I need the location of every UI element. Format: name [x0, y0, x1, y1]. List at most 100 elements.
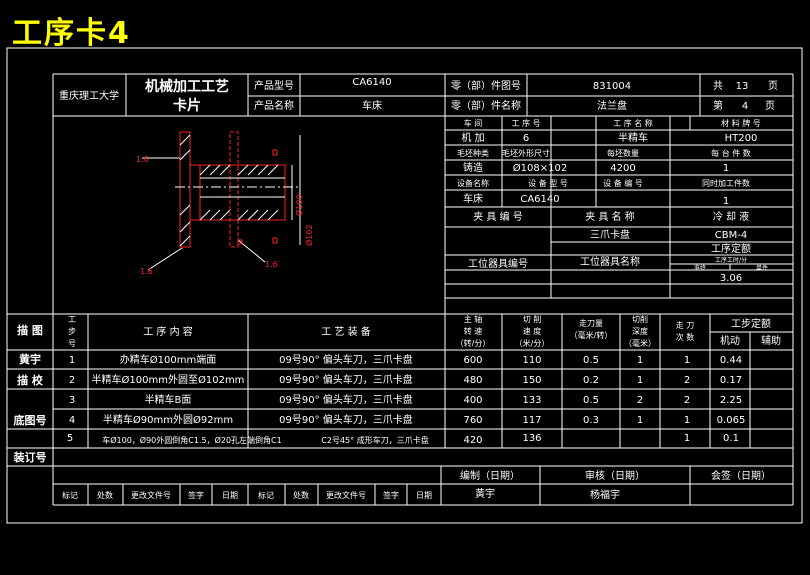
row2-spindle: 480: [463, 375, 482, 386]
row2-feed: 0.2: [583, 375, 599, 386]
footer-col-5: 日期: [222, 491, 238, 500]
info-r1-c2: 工 序 号: [511, 118, 540, 128]
footer-col-8: 更改文件号: [326, 490, 366, 500]
outer-frame: [6, 47, 803, 524]
diameter-label-1: Ø100: [294, 194, 304, 216]
table-row: 1 办精车Ø100mm端面 09号90° 偏头车刀，三爪卡盘 600 110 0…: [69, 353, 742, 366]
row5-passes: 1: [684, 433, 690, 444]
equipment-header: 工 艺 装 备: [321, 325, 371, 338]
row3-feed: 0.5: [583, 395, 599, 406]
part-name-label: 零（部）件名称: [451, 99, 521, 112]
info-r3-c4: 每 台 件 数: [711, 148, 751, 158]
page-label: 第: [713, 99, 723, 112]
info-r6-c1: 车床: [463, 192, 483, 205]
row4-machine: 0.065: [717, 415, 746, 426]
content-header: 工 序 内 容: [143, 325, 193, 338]
info-r4-c2: Ø108×102: [513, 162, 567, 174]
table-row: 5 车Ø100，Ø90外圆倒角C1.5，Ø20孔左端倒角C1 C2号45° 成形…: [67, 433, 739, 446]
info-r2-c3: 半精车: [618, 131, 648, 144]
spindle-header-3: （转/分）: [456, 338, 491, 348]
info-r3-c1: 毛坯种类: [457, 148, 489, 158]
card-title-line2: 卡片: [173, 97, 201, 114]
row3-no: 3: [69, 395, 75, 406]
speed-header-1: 切 削: [523, 314, 542, 324]
footer-col-3: 更改文件号: [131, 490, 171, 500]
step-no-header-2: 步: [68, 327, 76, 336]
row4-speed: 117: [522, 415, 541, 426]
page-unit: 页: [765, 100, 775, 112]
info-r9-c2: 工位器具名称: [580, 255, 640, 268]
info-r5-c2: 设 备 型 号: [528, 178, 568, 188]
info-r3-c3: 每坯数量: [607, 148, 639, 158]
row2-passes: 2: [684, 375, 690, 386]
part-name-value: 法兰盘: [597, 99, 627, 112]
row1-speed: 110: [522, 355, 541, 366]
row2-machine: 0.17: [720, 375, 742, 386]
row3-spindle: 400: [463, 395, 482, 406]
row3-speed: 133: [522, 395, 541, 406]
table-row: 3 半精车B面 09号90° 偏头车刀，三爪卡盘 400 133 0.5 2 2…: [69, 393, 742, 406]
info-r4-c3: 4200: [610, 163, 635, 174]
info-r8-c2: 三爪卡盘: [590, 228, 630, 241]
info-r7-c1: 夹 具 编 号: [473, 210, 523, 223]
footer-col-6: 标记: [258, 490, 274, 500]
row4-no: 4: [69, 415, 75, 426]
side-label-check: 描 校: [17, 373, 44, 387]
row1-passes: 1: [684, 355, 690, 366]
row1-content: 办精车Ø100mm端面: [120, 353, 216, 366]
info-r10-time: 3.06: [720, 273, 742, 284]
info-r6-c2: CA6140: [520, 194, 559, 205]
feed-header-2: （毫米/转）: [570, 330, 613, 340]
info-r1-c1: 车 间: [464, 118, 483, 128]
row3-depth: 2: [637, 395, 643, 406]
footer-col-2: 处数: [97, 490, 113, 500]
part-no-label: 零（部）件图号: [451, 79, 521, 92]
diameter-label-2: Ø102: [304, 224, 314, 246]
info-r5-c3: 设 备 编 号: [603, 178, 643, 188]
row5-content: 车Ø100，Ø90外圆倒角C1.5，Ø20孔左端倒角C1: [102, 435, 282, 445]
table-row: 2 半精车Ø100mm外圆至Ø102mm 09号90° 偏头车刀，三爪卡盘 48…: [69, 373, 742, 386]
depth-header-3: （毫米）: [624, 338, 656, 348]
spindle-header-2: 转 速: [464, 326, 483, 336]
info-r5-c1: 设备名称: [457, 178, 489, 188]
speed-header-2: 速 度: [523, 326, 542, 336]
depth-header-2: 深度: [632, 326, 648, 336]
row1-spindle: 600: [463, 355, 482, 366]
table-row: 4 半精车Ø90mm外圆Ø92mm 09号90° 偏头车刀，三爪卡盘 760 1…: [69, 413, 746, 426]
info-r5-c4: 同时加工件数: [702, 178, 750, 188]
info-r2-c4: HT200: [725, 133, 758, 144]
row3-machine: 2.25: [720, 395, 742, 406]
compile-label: 编制（日期）: [460, 469, 520, 482]
info-r1-c3: 工 序 名 称: [613, 118, 653, 128]
page-title: 工序卡4: [12, 16, 131, 51]
row1-no: 1: [69, 355, 75, 366]
info-r9-c1: 工位器具编号: [468, 257, 528, 270]
product-name-label: 产品名称: [254, 99, 294, 112]
school-name: 重庆理工大学: [59, 89, 119, 102]
process-grid: [7, 313, 793, 506]
row3-content: 半精车B面: [145, 393, 192, 406]
info-r9-c3: 工序工时/分: [715, 256, 747, 264]
info-r7-c3: 冷 却 液: [713, 210, 749, 223]
info-r1-c4: 材 料 牌 号: [721, 118, 761, 128]
aux-time-header: 辅助: [761, 334, 781, 347]
row3-passes: 2: [684, 395, 690, 406]
footer-col-10: 日期: [416, 491, 432, 500]
info-r6-c4: 1: [723, 196, 729, 207]
info-r9-c4: 准终: [694, 264, 706, 272]
side-label-drawer: 黄宇: [19, 352, 41, 366]
product-model-label: 产品型号: [254, 79, 294, 92]
total-value: 13: [736, 81, 749, 92]
row4-equip: 09号90° 偏头车刀，三爪卡盘: [279, 413, 413, 426]
diagram-label: 描 图: [17, 323, 43, 337]
page-value: 4: [742, 101, 748, 112]
info-quota: 工序定额: [711, 242, 751, 255]
row1-equip: 09号90° 偏头车刀，三爪卡盘: [279, 353, 413, 366]
speed-header-3: （米/分）: [515, 338, 550, 348]
process-rows: 1 办精车Ø100mm端面 09号90° 偏头车刀，三爪卡盘 600 110 0…: [67, 353, 746, 446]
compiler-name: 黄宇: [475, 487, 495, 500]
row5-machine: 0.1: [723, 433, 739, 444]
row3-equip: 09号90° 偏头车刀，三爪卡盘: [279, 393, 413, 406]
row1-depth: 1: [637, 355, 643, 366]
